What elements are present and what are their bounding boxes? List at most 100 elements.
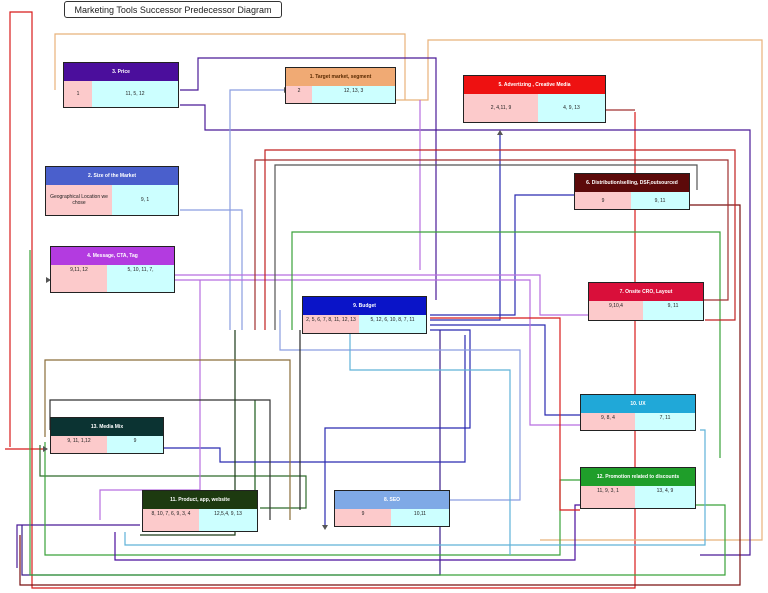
predecessor-cell: 9,10,4	[589, 301, 643, 320]
connector-line	[180, 209, 243, 330]
node-ux[interactable]: 10. UX 9, 8, 4 7, 11	[580, 394, 696, 431]
predecessor-cell: 1	[64, 81, 92, 107]
node-header: 4. Message, CTA, Tag	[51, 247, 174, 265]
connector-line	[124, 429, 706, 546]
connector-line	[279, 310, 521, 501]
predecessor-cell: 9	[575, 192, 631, 209]
node-title: 13. Media Mix	[90, 424, 124, 430]
node-header: 1. Target market, segment	[286, 68, 395, 86]
connector-line	[430, 324, 580, 416]
successor-cell: 4, 9, 13	[538, 94, 605, 122]
connector-line	[16, 524, 140, 568]
predecessor-cell: 11, 9, 3, 1	[581, 486, 635, 508]
predecessor-cell: 9,11, 12	[51, 265, 107, 292]
node-title: 4. Message, CTA, Tag	[87, 253, 138, 259]
node-header: 9. Budget	[303, 297, 426, 315]
connector-line	[44, 442, 580, 556]
connector-line	[39, 445, 307, 509]
connector-line	[49, 399, 271, 520]
predecessor-cell: 9, 11, 1,12	[51, 436, 107, 453]
node-target-market[interactable]: 1. Target market, segment 2 12, 13, 3	[285, 67, 396, 104]
predecessor-cell: 9	[335, 509, 391, 526]
successor-cell: 12,5,4, 9, 13	[199, 509, 257, 531]
node-distribution[interactable]: 6. Distribution/selling, DSF,outsourced …	[574, 173, 690, 210]
predecessor-cell: 2, 5, 6, 7, 8, 11, 12, 13	[303, 315, 359, 333]
node-title: 3. Price	[112, 69, 130, 75]
node-header: 11. Product, app, website	[143, 491, 257, 509]
connector-line	[229, 89, 284, 330]
node-title: 6. Distribution/selling, DSF,outsourced	[586, 180, 678, 186]
connector-line	[274, 164, 698, 330]
successor-cell: 9, 1	[112, 185, 178, 215]
node-header: 6. Distribution/selling, DSF,outsourced	[575, 174, 689, 192]
successor-cell: 13, 4, 9	[635, 486, 695, 508]
node-title: 7. Onsite CRO, Layout	[619, 289, 673, 295]
successor-cell: 9, 11	[643, 301, 703, 320]
successor-cell: 5, 12, 6, 10, 8, 7, 11	[359, 315, 426, 333]
connector-line	[140, 330, 236, 536]
node-title: 2. Size of the Market	[87, 173, 137, 179]
node-title: 10. UX	[630, 401, 646, 407]
node-budget[interactable]: 9. Budget 2, 5, 6, 7, 8, 11, 12, 13 5, 1…	[302, 296, 427, 334]
node-advertizing[interactable]: 5. Advertizing , Creative Media 2, 4,11,…	[463, 75, 606, 123]
connector-line	[430, 317, 580, 511]
node-title: 5. Advertizing , Creative Media	[498, 82, 571, 88]
connector-line	[264, 149, 736, 330]
node-media-mix[interactable]: 13. Media Mix 9, 11, 1,12 9	[50, 417, 164, 454]
successor-cell: 10,11	[391, 509, 449, 526]
connector-line	[430, 194, 574, 316]
predecessor-cell: 2	[286, 86, 312, 103]
node-message[interactable]: 4. Message, CTA, Tag 9,11, 12 5, 10, 11,…	[50, 246, 175, 293]
node-market-size[interactable]: 2. Size of the Market Geographical Locat…	[45, 166, 179, 216]
connector-line	[175, 279, 580, 426]
connector-line	[163, 335, 466, 463]
node-header: 5. Advertizing , Creative Media	[464, 76, 605, 94]
node-header: 13. Media Mix	[51, 418, 163, 436]
connector-line	[324, 329, 471, 525]
node-header: 8. SEO	[335, 491, 449, 509]
successor-cell: 9, 11	[631, 192, 689, 209]
connector-line	[254, 159, 729, 330]
node-title: 1. Target market, segment	[309, 74, 372, 80]
successor-cell: 11, 5, 12	[92, 81, 178, 107]
node-title: 12. Promotion related to discounts	[596, 474, 680, 480]
node-promotion[interactable]: 12. Promotion related to discounts 11, 9…	[580, 467, 696, 509]
node-title: 9. Budget	[353, 303, 376, 309]
node-header: 7. Onsite CRO, Layout	[589, 283, 703, 301]
connector-line	[175, 274, 588, 316]
connector-line	[430, 135, 501, 321]
successor-cell: 7, 11	[635, 413, 695, 430]
connector-line	[29, 250, 726, 576]
node-onsite-cro[interactable]: 7. Onsite CRO, Layout 9,10,4 9, 11	[588, 282, 704, 321]
node-title: 8. SEO	[383, 497, 401, 503]
node-seo[interactable]: 8. SEO 9 10,11	[334, 490, 450, 527]
node-header: 10. UX	[581, 395, 695, 413]
node-header: 2. Size of the Market	[46, 167, 178, 185]
node-title: 11. Product, app, website	[170, 497, 230, 503]
predecessor-cell: 2, 4,11, 9	[464, 94, 538, 122]
connector-line	[291, 231, 721, 458]
node-header: 3. Price	[64, 63, 178, 81]
predecessor-cell: 9, 8, 4	[581, 413, 635, 430]
successor-cell: 9	[107, 436, 163, 453]
connector-arrowhead	[497, 130, 503, 135]
successor-cell: 5, 10, 11, 7,	[107, 265, 174, 292]
connector-line	[44, 359, 291, 520]
connector-arrowhead	[43, 446, 48, 452]
connector-line	[114, 504, 580, 561]
successor-cell: 12, 13, 3	[312, 86, 395, 103]
node-header: 12. Promotion related to discounts	[581, 468, 695, 486]
predecessor-cell: 8, 10, 7, 6, 9, 3, 4	[143, 509, 199, 531]
connector-arrowhead	[46, 277, 51, 283]
connector-line	[349, 333, 511, 555]
connector-line	[54, 33, 406, 100]
connector-line	[180, 57, 437, 300]
diagram-title: Marketing Tools Successor Predecessor Di…	[64, 1, 282, 18]
connector-arrowhead	[322, 525, 328, 530]
node-product[interactable]: 11. Product, app, website 8, 10, 7, 6, 9…	[142, 490, 258, 532]
node-price[interactable]: 3. Price 1 11, 5, 12	[63, 62, 179, 108]
predecessor-cell: Geographical Location we chose	[46, 185, 112, 215]
connector-line	[19, 204, 741, 586]
connector-line	[180, 104, 751, 556]
